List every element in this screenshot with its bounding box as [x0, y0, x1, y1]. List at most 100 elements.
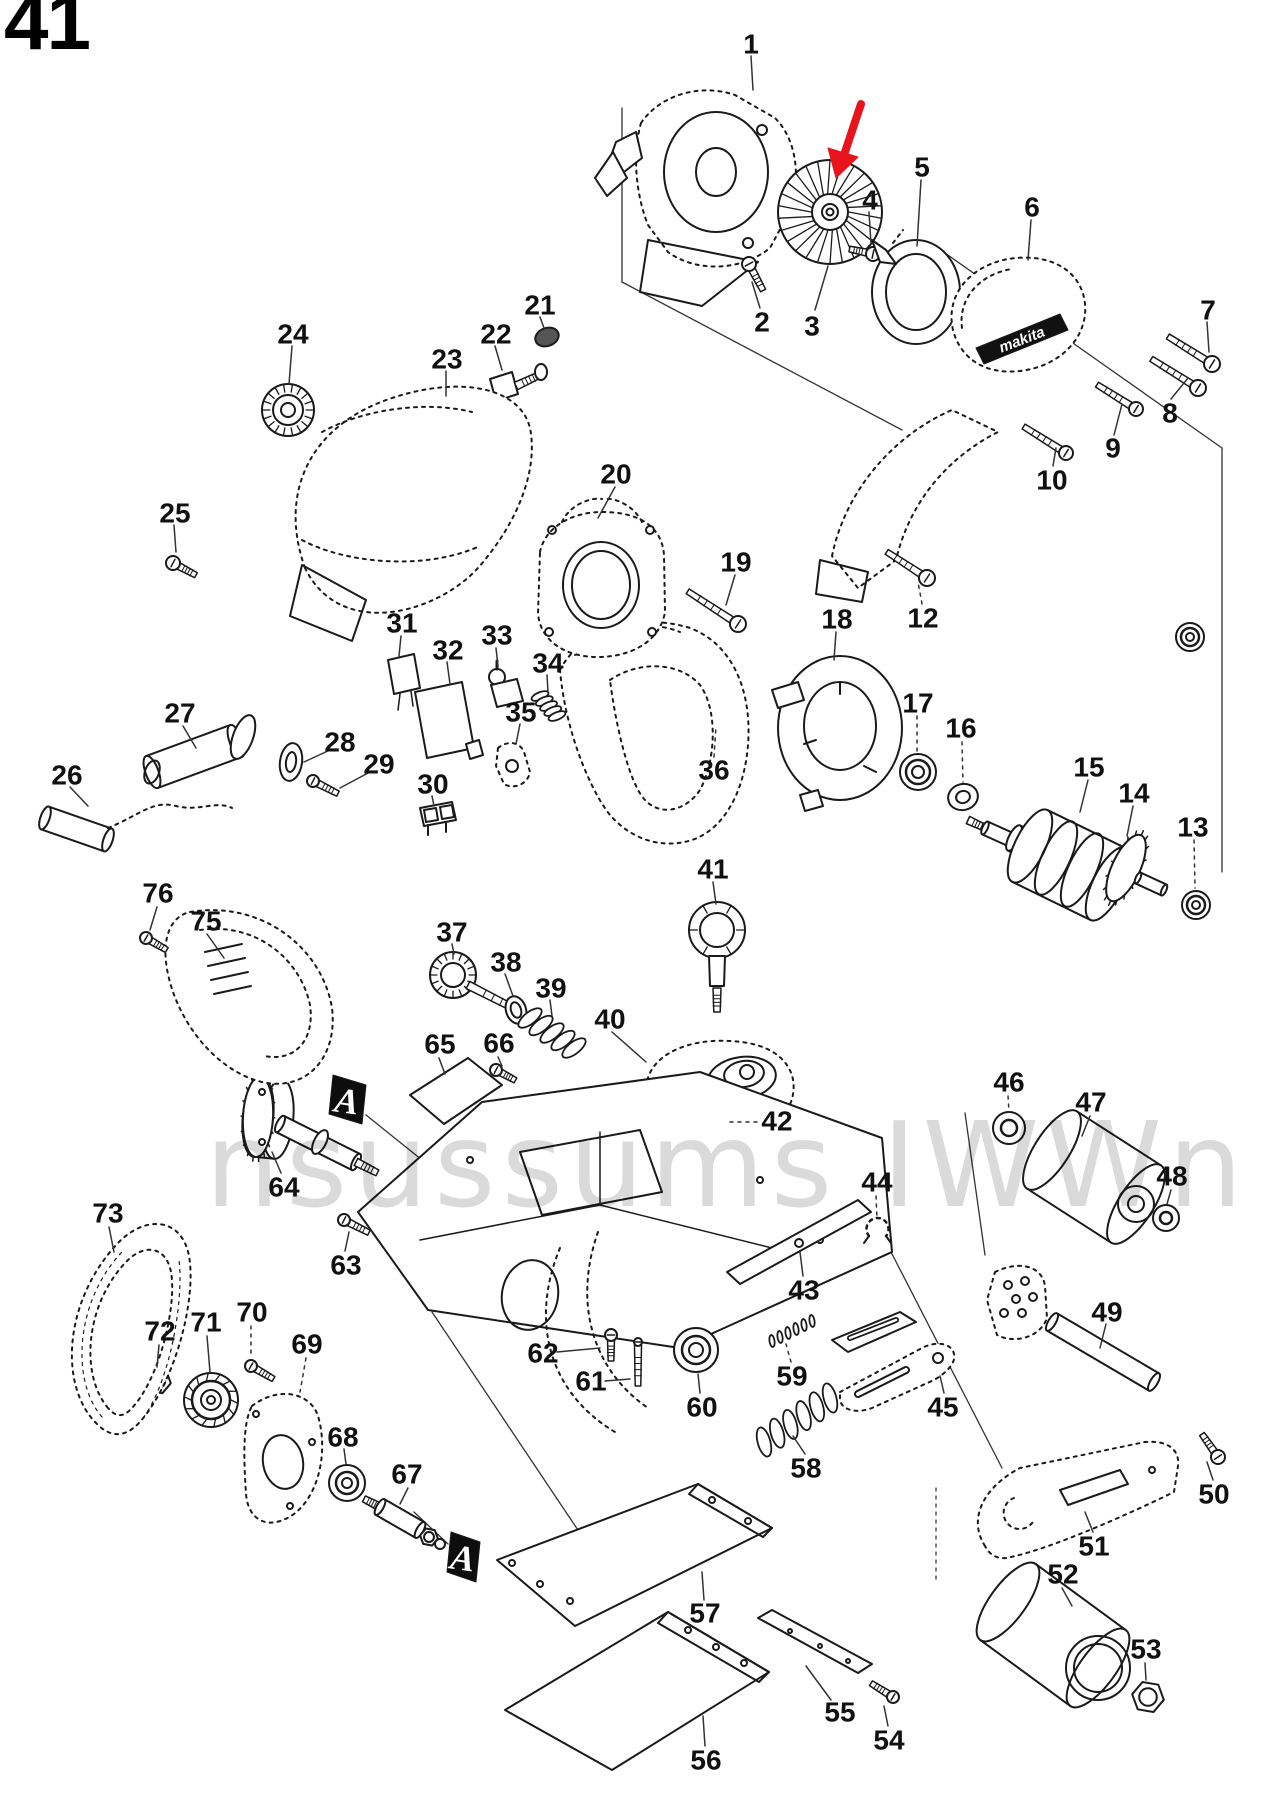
knob-rib	[443, 989, 448, 997]
part-label-50: 50	[1198, 1479, 1229, 1510]
hex-nut	[419, 1527, 439, 1547]
screw-thread	[361, 1226, 366, 1234]
part-circle	[645, 525, 655, 535]
part-label-71: 71	[190, 1307, 221, 1338]
leader-line	[792, 1435, 806, 1455]
part-outline	[609, 665, 714, 811]
screw-thread	[1186, 346, 1192, 354]
part-label-10: 10	[1036, 465, 1067, 496]
part-outline	[815, 559, 869, 603]
leader-line	[299, 1357, 307, 1393]
gear-tooth	[272, 1101, 276, 1105]
screw-thread	[372, 1500, 378, 1509]
part-label-35: 35	[505, 697, 536, 728]
screw-thread	[1047, 439, 1053, 447]
screw-thread	[266, 1372, 272, 1380]
part-circle	[434, 1538, 446, 1550]
part-circle	[466, 1156, 474, 1164]
part-outline	[495, 742, 531, 788]
knob-rib	[436, 958, 443, 965]
bearing-ring	[190, 1379, 232, 1421]
fan-blade	[183, 1396, 192, 1401]
part-label-66: 66	[483, 1028, 514, 1059]
fan-blade	[805, 229, 824, 258]
part-outline	[294, 385, 533, 614]
screw-thread	[703, 599, 709, 607]
leader-line	[303, 749, 331, 763]
part-label-27: 27	[164, 698, 195, 729]
leader-line	[1084, 1511, 1094, 1533]
spring-coil	[821, 1382, 839, 1414]
knob-rib	[443, 953, 448, 961]
leader-line	[497, 1056, 503, 1067]
part-label-73: 73	[92, 1198, 123, 1229]
knob-rib	[458, 953, 463, 961]
knob-rib	[274, 386, 280, 395]
part-circle	[742, 237, 754, 249]
part-label-16: 16	[945, 713, 976, 744]
bearing-ring	[999, 1118, 1019, 1138]
part-label-69: 69	[291, 1329, 322, 1360]
screw-thread	[358, 1224, 363, 1233]
screw-thread	[370, 1499, 376, 1508]
screw-shaft	[633, 1344, 643, 1387]
screw-head-slot	[170, 558, 176, 568]
part-label-38: 38	[490, 947, 521, 978]
part-label-65: 65	[424, 1029, 455, 1060]
spring-coil	[800, 1318, 808, 1332]
leader-line	[108, 1226, 115, 1253]
gear-tooth	[270, 1130, 274, 1134]
fan-blade	[201, 1418, 208, 1427]
screw-head-slot	[143, 934, 149, 942]
part-label-75: 75	[190, 906, 221, 937]
fan-blade	[781, 193, 813, 209]
part-circle	[547, 525, 557, 535]
knob-rib	[267, 421, 275, 428]
part-outline	[708, 955, 726, 987]
part-circle	[566, 1597, 574, 1605]
screw-thread	[855, 246, 858, 255]
cylinder-face	[975, 1561, 1041, 1643]
fan-blade	[787, 182, 814, 204]
part-outline	[594, 151, 628, 197]
bearing-ring	[688, 1342, 704, 1358]
screw-thread	[181, 564, 186, 573]
screw-thread	[881, 1687, 886, 1695]
leader-line	[868, 211, 872, 245]
screw-thread	[852, 246, 856, 254]
part-outline	[537, 511, 666, 658]
screw-thread	[263, 1371, 269, 1379]
part-circle	[286, 1502, 294, 1510]
leader-line	[344, 1231, 350, 1252]
cylinder-face	[373, 1498, 387, 1516]
knob-rib	[262, 400, 272, 405]
part-label-31: 31	[386, 608, 417, 639]
part-circle	[817, 1643, 823, 1649]
highlight-arrow-shaft	[841, 100, 865, 156]
part-ellipse	[534, 363, 548, 381]
part-ellipse	[261, 1434, 305, 1490]
cylinder-face	[1065, 1627, 1131, 1709]
screw-thread	[875, 1684, 881, 1692]
screw-thread	[327, 785, 332, 794]
fan-blade	[787, 223, 817, 242]
screw-thread	[858, 247, 861, 256]
screw-thread	[971, 818, 976, 827]
cylinder-face	[1022, 1109, 1082, 1191]
gear-tooth	[242, 1141, 246, 1146]
screw-thread	[1036, 432, 1042, 440]
leader-line	[611, 1031, 647, 1063]
part-label-47: 47	[1075, 1087, 1106, 1118]
knob-rib	[267, 392, 275, 399]
part-label-22: 22	[480, 319, 511, 350]
part-outline	[423, 807, 439, 823]
gear-tooth	[267, 1142, 271, 1148]
fan-blade	[846, 193, 879, 204]
leader-line	[701, 1571, 705, 1601]
gear-tooth	[1102, 886, 1108, 891]
knob-rib	[702, 905, 708, 914]
bearing-ring	[1185, 632, 1195, 642]
screw-head-slot	[1208, 359, 1216, 369]
bearing-ring	[1191, 900, 1201, 910]
